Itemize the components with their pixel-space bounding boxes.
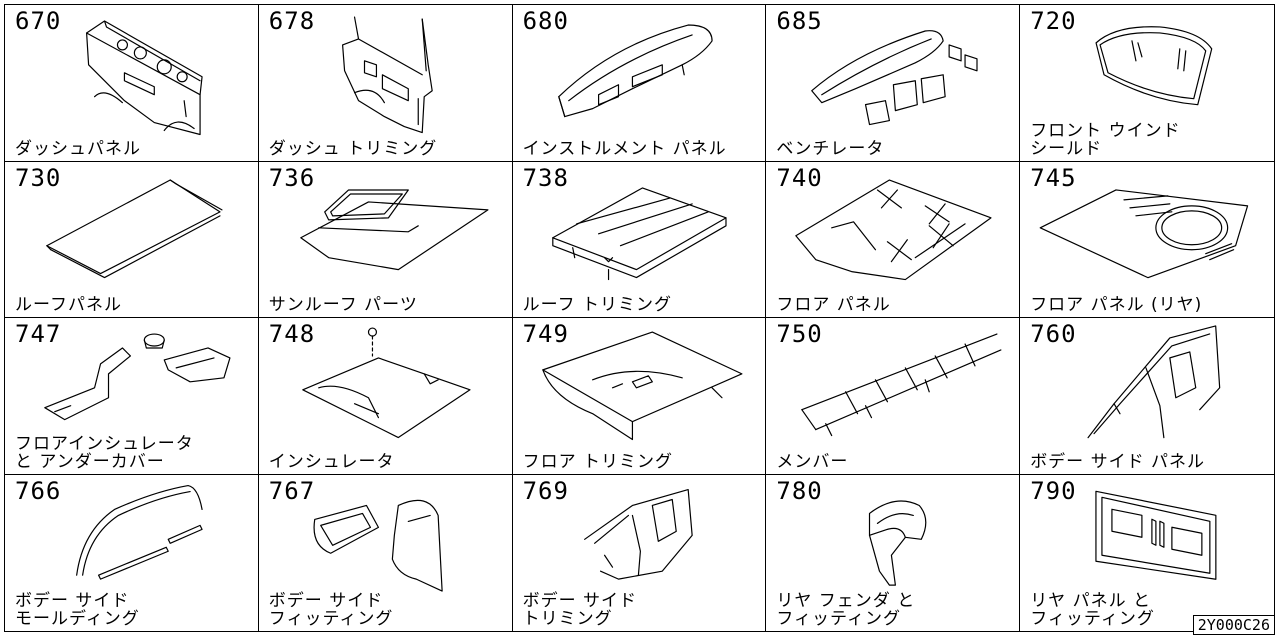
- windshield-icon: [1095, 26, 1213, 106]
- sunroof-parts-icon: [300, 188, 489, 270]
- part-number: 760: [1030, 320, 1077, 348]
- part-number: 738: [522, 163, 569, 192]
- diagram-code: 2Y000C26: [1192, 615, 1275, 635]
- part-750[interactable]: 750 メンバー: [766, 318, 1021, 475]
- part-label: フロアインシュレータ と アンダーカバー: [15, 433, 194, 472]
- part-label: ダッシュパネル: [15, 138, 141, 159]
- dash-panel-icon: [86, 20, 203, 136]
- part-label: フロア パネル: [776, 295, 891, 315]
- part-label: リヤ フェンダ と フィッティング: [776, 591, 916, 629]
- floor-panel-icon: [795, 178, 992, 280]
- part-label: メンバー: [776, 451, 849, 472]
- part-label: リヤ パネル と フィッティング: [1030, 591, 1155, 629]
- side-molding-icon: [76, 484, 203, 580]
- part-number: 685: [776, 7, 823, 35]
- part-number: 670: [15, 7, 62, 35]
- body-side-panel-icon: [1087, 325, 1221, 439]
- part-736[interactable]: 736 サンルーフ パーツ: [258, 161, 513, 318]
- part-number: 790: [1030, 476, 1077, 505]
- part-label: インシュレータ: [268, 451, 395, 472]
- floor-trimming-icon: [541, 331, 743, 441]
- part-number: 767: [268, 476, 316, 505]
- part-label: ボデー サイド パネル: [1030, 451, 1205, 472]
- part-number: 749: [522, 320, 569, 348]
- part-number: 680: [522, 7, 569, 35]
- part-number: 747: [15, 320, 62, 348]
- part-label: フロア パネル (リヤ): [1030, 295, 1203, 315]
- part-767[interactable]: 767 ボデー サイド フィッティング: [259, 474, 513, 631]
- part-label: ルーフパネル: [15, 295, 122, 315]
- part-747[interactable]: 747 フロアインシュレータ と アンダーカバー: [5, 318, 259, 475]
- part-749[interactable]: 749 フロア トリミング: [512, 318, 767, 475]
- part-730[interactable]: 730 ルーフパネル: [5, 161, 259, 318]
- part-label: ボデー サイド フィッティング: [268, 591, 394, 629]
- rear-fender-icon: [869, 499, 927, 586]
- part-number: 720: [1030, 7, 1077, 35]
- part-number: 780: [776, 476, 823, 505]
- part-label: ボデー サイド トリミング: [522, 591, 637, 629]
- part-label: ダッシュ トリミング: [268, 138, 438, 159]
- part-label: インストルメント パネル: [522, 138, 727, 159]
- part-number: 678: [268, 7, 316, 35]
- part-number: 736: [268, 163, 316, 192]
- part-number: 748: [268, 320, 316, 348]
- part-740[interactable]: 740 フロア パネル: [766, 161, 1021, 318]
- part-number: 730: [15, 163, 62, 192]
- rear-floor-panel-icon: [1039, 188, 1249, 278]
- floor-insulator-icon: [44, 333, 231, 421]
- member-frame-icon: [801, 333, 1002, 437]
- part-670[interactable]: 670 ダッシュパネル: [5, 5, 259, 162]
- part-790[interactable]: 790 リヤ パネル と フィッティング: [1020, 475, 1274, 632]
- part-678[interactable]: 678 ダッシュ トリミング: [258, 5, 513, 162]
- part-number: 745: [1030, 163, 1077, 192]
- part-number: 769: [522, 476, 569, 505]
- part-760[interactable]: 760 ボデー サイド パネル: [1020, 318, 1274, 475]
- parts-grid: 670 ダッシュパネル 678 ダッシュ トリミング 680 インストルメント …: [4, 4, 1275, 632]
- part-748[interactable]: 748 インシュレータ: [258, 318, 513, 475]
- ventilator-icon: [811, 30, 978, 126]
- part-label: ボデー サイド モールディング: [15, 591, 140, 629]
- part-number: 750: [776, 320, 823, 348]
- part-number: 766: [15, 476, 62, 505]
- part-680[interactable]: 680 インストルメント パネル: [512, 5, 767, 162]
- part-number: 740: [776, 163, 823, 192]
- part-label: ルーフ トリミング: [522, 295, 672, 315]
- dash-trimming-icon: [341, 16, 433, 134]
- part-745[interactable]: 745 フロア パネル (リヤ): [1020, 162, 1274, 318]
- part-label: サンルーフ パーツ: [268, 295, 418, 315]
- part-685[interactable]: 685 ベンチレータ: [766, 5, 1021, 162]
- part-738[interactable]: 738 ルーフ トリミング: [512, 161, 767, 318]
- side-fitting-icon: [313, 499, 443, 592]
- part-780[interactable]: 780 リヤ フェンダ と フィッティング: [766, 474, 1021, 631]
- roof-trimming-icon: [551, 186, 727, 280]
- part-label: フロント ウインド シールド: [1030, 120, 1181, 159]
- part-720[interactable]: 720 フロント ウインド シールド: [1020, 5, 1274, 162]
- part-label: ベンチレータ: [776, 138, 885, 159]
- instrument-panel-icon: [557, 24, 713, 118]
- roof-panel-icon: [46, 178, 223, 278]
- insulator-icon: [301, 327, 471, 439]
- side-trimming-icon: [583, 488, 693, 580]
- part-769[interactable]: 769 ボデー サイド トリミング: [513, 474, 767, 631]
- rear-panel-icon: [1095, 490, 1217, 580]
- part-766[interactable]: 766 ボデー サイド モールディング: [5, 474, 259, 631]
- part-label: フロア トリミング: [522, 451, 673, 472]
